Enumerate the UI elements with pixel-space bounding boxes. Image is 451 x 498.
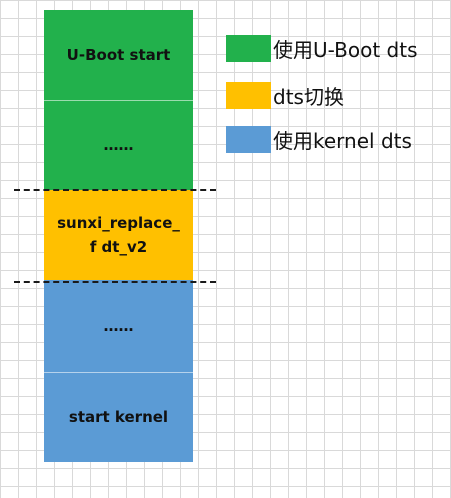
block-kernel-ellipsis: …… bbox=[44, 280, 193, 372]
block-replace-fdt-label: sunxi_replace_f dt_v2 bbox=[57, 214, 180, 256]
legend-label: 使用kernel dts bbox=[273, 129, 412, 153]
block-uboot-ellipsis: …… bbox=[44, 100, 193, 190]
legend-label: 使用U-Boot dts bbox=[273, 38, 418, 62]
legend-label: dts切换 bbox=[273, 85, 344, 109]
legend-item-uboot-dts: 使用U-Boot dts bbox=[226, 34, 418, 63]
legend-swatch-blue bbox=[226, 126, 271, 153]
block-start-kernel-label: start kernel bbox=[68, 408, 169, 426]
legend-item-kernel-dts: 使用kernel dts bbox=[226, 125, 412, 154]
separator-line bbox=[44, 372, 193, 373]
legend-swatch-green bbox=[226, 35, 271, 62]
block-start-kernel: start kernel bbox=[44, 372, 193, 462]
block-uboot-start-label: U-Boot start bbox=[66, 46, 171, 64]
legend-item-dts-switch: dts切换 bbox=[226, 81, 344, 110]
separator-line bbox=[44, 100, 193, 101]
block-uboot-ellipsis-label: …… bbox=[103, 136, 134, 154]
dashed-boundary-bottom bbox=[14, 281, 216, 283]
block-replace-fdt: sunxi_replace_f dt_v2 bbox=[44, 190, 193, 280]
block-uboot-start: U-Boot start bbox=[44, 10, 193, 100]
legend-swatch-yellow bbox=[226, 82, 271, 109]
dashed-boundary-top bbox=[14, 189, 216, 191]
block-kernel-ellipsis-label: …… bbox=[103, 317, 134, 335]
